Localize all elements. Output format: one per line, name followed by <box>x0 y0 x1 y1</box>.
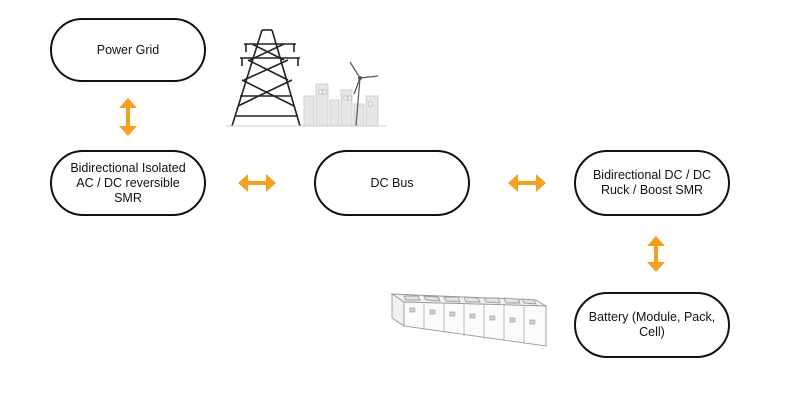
arrow-dcdc-battery <box>647 236 665 272</box>
node-power-grid: Power Grid <box>50 18 206 82</box>
arrow-acdc-bus <box>238 174 276 192</box>
node-power-grid-label: Power Grid <box>96 42 160 57</box>
node-battery: Battery (Module, Pack, Cell) <box>574 292 730 358</box>
node-dcdc-smr-label: Bidirectional DC / DC Ruck / Boost SMR <box>592 168 712 197</box>
node-dc-bus: DC Bus <box>314 150 470 216</box>
arrow-bus-dcdc <box>508 174 546 192</box>
node-acdc-smr: Bidirectional Isolated AC / DC reversibl… <box>50 150 206 216</box>
node-battery-label: Battery (Module, Pack, Cell) <box>588 310 716 339</box>
node-dcdc-smr: Bidirectional DC / DC Ruck / Boost SMR <box>574 150 730 216</box>
node-acdc-smr-label: Bidirectional Isolated AC / DC reversibl… <box>70 160 186 205</box>
node-dc-bus-label: DC Bus <box>370 175 414 190</box>
arrow-grid-acdc <box>119 98 137 136</box>
